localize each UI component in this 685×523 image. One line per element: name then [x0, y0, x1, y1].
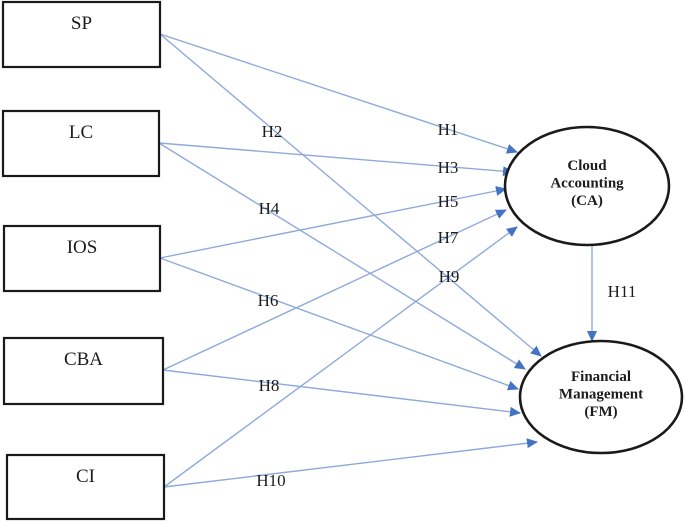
ellipse-label-line-fm-2: (FM) — [584, 404, 617, 420]
hypothesis-label-h6: H6 — [258, 291, 279, 310]
box-ci — [5, 453, 166, 521]
arrow-h4-lc-to-fm — [158, 142, 526, 370]
ellipse-fm — [518, 339, 684, 455]
ellipse-label-line-ca-2: (CA) — [571, 193, 603, 209]
hypothesis-label-h11: H11 — [608, 282, 637, 301]
hypothesis-label-h9: H9 — [439, 267, 460, 286]
box-ios — [2, 224, 162, 293]
ellipse-label-line-ca-0: Cloud — [567, 158, 607, 174]
box-label-cba: CBA — [64, 349, 103, 370]
hypothesis-label-h4: H4 — [259, 199, 280, 218]
ellipse-label-line-fm-0: Financial — [571, 369, 631, 385]
hypothesis-label-h5: H5 — [438, 192, 459, 211]
box-lc — [1, 109, 161, 178]
hypothesis-label-h8: H8 — [259, 376, 280, 395]
hypothesis-label-h3: H3 — [438, 158, 459, 177]
box-label-ios: IOS — [67, 237, 98, 258]
box-label-lc: LC — [69, 122, 93, 143]
ellipse-label-line-fm-1: Management — [559, 387, 643, 403]
arrow-h3-lc-to-ca — [158, 142, 514, 177]
box-sp — [1, 0, 162, 69]
hypothesis-label-h7: H7 — [438, 228, 459, 247]
box-cba — [2, 336, 165, 406]
hypothesis-label-h2: H2 — [262, 122, 283, 141]
arrow-h9-ci-to-ca — [163, 226, 518, 488]
box-label-ci: CI — [76, 466, 95, 487]
arrow-h2-sp-to-fm — [159, 33, 542, 357]
hypothesis-label-h1: H1 — [438, 120, 459, 139]
arrow-h10-ci-to-fm — [163, 438, 538, 488]
arrow-h1-sp-to-ca — [159, 33, 518, 154]
hypothesis-label-h10: H10 — [256, 471, 285, 490]
arrow-h6-ios-to-fm — [159, 257, 519, 391]
arrow-h8-cba-to-fm — [162, 369, 521, 417]
arrow-h7-cba-to-ca — [162, 209, 507, 371]
box-label-sp: SP — [71, 13, 92, 34]
ellipse-ca — [503, 125, 671, 247]
arrow-h5-ios-to-ca — [159, 186, 507, 259]
ellipse-label-line-ca-1: Accounting — [550, 176, 624, 192]
